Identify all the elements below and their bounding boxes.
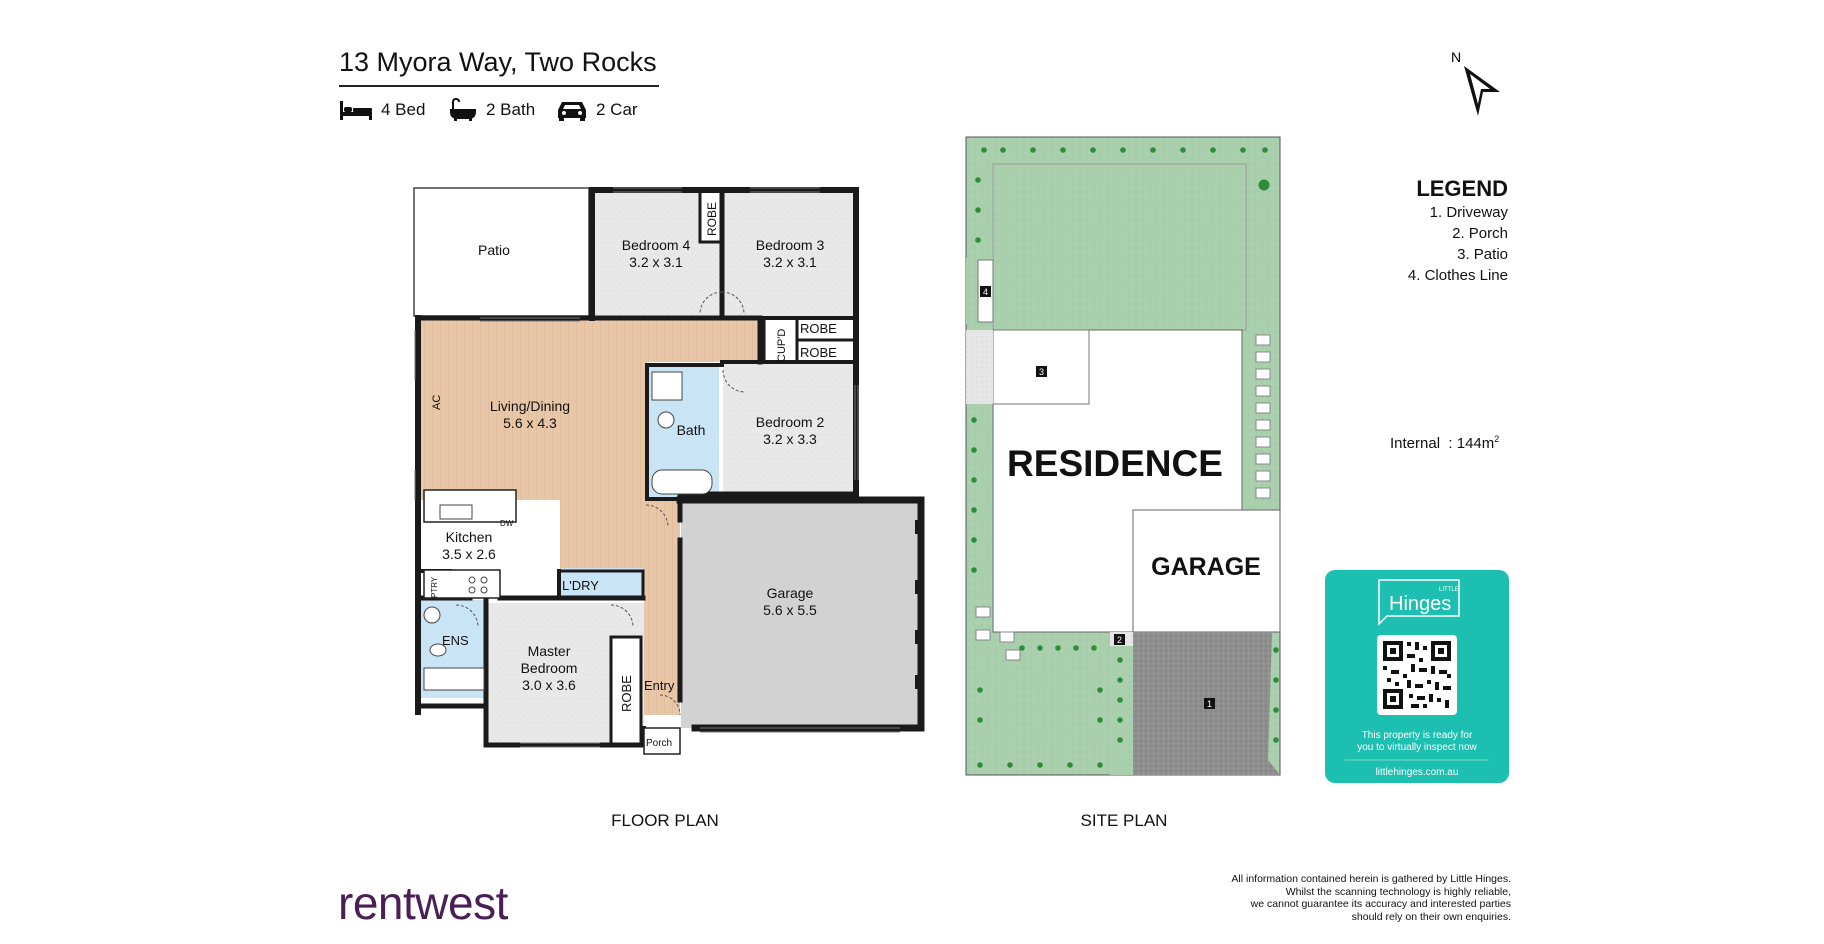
- site-garage-label: GARAGE: [1151, 553, 1261, 581]
- robe-master: [611, 637, 641, 743]
- cupboard: [764, 316, 796, 362]
- bed-icon: [340, 101, 372, 120]
- room-bedroom3-dim: 3.2 x 3.1: [763, 254, 817, 270]
- bath-icon: [450, 98, 476, 121]
- room-patio-name: Patio: [478, 242, 510, 258]
- bed-count-label: 4 Bed: [381, 100, 426, 119]
- legend-item: 1. Driveway: [1429, 204, 1508, 221]
- laundry-label: L'DRY: [562, 578, 599, 593]
- speech-bubble-icon: [1378, 579, 1460, 626]
- room-garage-dim: 5.6 x 5.5: [763, 602, 817, 618]
- robe-bed2: [797, 340, 853, 362]
- room-living-dim: 5.6 x 4.3: [503, 415, 557, 431]
- promo-url-link[interactable]: littlehinges.com.au: [1376, 767, 1459, 778]
- north-compass: N: [1448, 48, 1508, 123]
- bath-count-label: 2 Bath: [486, 100, 536, 119]
- laundry-floor: [561, 568, 643, 598]
- room-bedroom4-dim: 3.2 x 3.1: [629, 254, 683, 270]
- room-master-name-line1: Master: [528, 643, 571, 659]
- floor-plan-caption: FLOOR PLAN: [611, 811, 719, 830]
- car-feature: 2 Car: [556, 98, 638, 122]
- virtual-inspection-card[interactable]: LITTLE Hinges This property is ready for…: [1325, 570, 1509, 783]
- room-bedroom4-name: Bedroom 4: [622, 237, 691, 253]
- ensuite-label: ENS: [442, 633, 469, 648]
- marker-1-label: 1: [1207, 699, 1212, 709]
- site-plan-caption: SITE PLAN: [1081, 811, 1168, 830]
- north-label: N: [1451, 49, 1461, 65]
- pantry-label: PTRY: [430, 576, 439, 598]
- room-kitchen-dim: 3.5 x 2.6: [442, 546, 496, 562]
- robe-label: ROBE: [619, 675, 634, 712]
- room-bedroom3-name: Bedroom 3: [756, 237, 825, 253]
- bath-feature: 2 Bath: [448, 98, 535, 122]
- room-master-dim: 3.0 x 3.6: [522, 677, 576, 693]
- legend-item: 3. Patio: [1457, 246, 1508, 263]
- marker-patio: [1036, 366, 1047, 377]
- robe-label: ROBE: [800, 321, 837, 336]
- robe-label: ROBE: [800, 345, 837, 360]
- disclaimer-line: we cannot guarantee its accuracy and int…: [1250, 898, 1511, 910]
- ac-label: AC: [431, 395, 443, 410]
- car-icon: [558, 102, 586, 121]
- promo-brand-small: LITTLE: [1439, 587, 1459, 593]
- side-paving: [966, 330, 993, 404]
- marker-porch: [1114, 634, 1125, 645]
- floor-plan: Patio Bedroom 4 3.2 x 3.1 Bedroom 3 3.2 …: [413, 187, 925, 755]
- cupboard-label: CUP'D: [776, 329, 788, 362]
- room-bedroom2-name: Bedroom 2: [756, 414, 825, 430]
- porch: [643, 727, 681, 755]
- promo-line-1: This property is ready for: [1362, 730, 1473, 741]
- promo-brand: Hinges: [1389, 593, 1451, 615]
- property-address: 13 Myora Way, Two Rocks: [339, 47, 657, 77]
- room-living-name: Living/Dining: [490, 398, 570, 414]
- bathtub: [651, 469, 713, 495]
- kitchen-bench: [423, 569, 501, 599]
- marker-4-label: 4: [983, 287, 988, 297]
- robe-bed3: [797, 316, 853, 338]
- legend-title: LEGEND: [1416, 176, 1508, 201]
- marker-clothes-line: [980, 286, 991, 297]
- living-dining-floor: [417, 320, 760, 715]
- marker-3-label: 3: [1039, 367, 1044, 377]
- rentwest-logo: rentwest: [338, 877, 508, 929]
- room-bedroom2-dim: 3.2 x 3.3: [763, 431, 817, 447]
- marker-2-label: 2: [1117, 635, 1122, 645]
- disclaimer-line: should rely on their own enquiries.: [1351, 910, 1511, 923]
- robe-label: ROBE: [705, 202, 719, 236]
- bed-feature: 4 Bed: [339, 98, 425, 122]
- room-master-name-line2: Bedroom: [521, 660, 578, 676]
- bedroom-2-floor: [723, 362, 853, 494]
- garage-floor: [681, 500, 921, 728]
- disclaimer: All information contained herein is gath…: [1231, 873, 1511, 923]
- internal-area: Internal : 144m2: [1390, 434, 1499, 452]
- promo-line-2: you to virtually inspect now: [1357, 742, 1477, 753]
- room-garage-name: Garage: [767, 585, 814, 601]
- internal-area-value: : 144m: [1448, 435, 1495, 452]
- site-plan: RESIDENCE GARAGE 1 2 3 4: [965, 136, 1281, 776]
- internal-area-unit: 2: [1494, 434, 1500, 444]
- room-bath-name: Bath: [677, 422, 706, 438]
- residence-label: RESIDENCE: [1007, 443, 1223, 484]
- disclaimer-line: All information contained herein is gath…: [1231, 873, 1511, 885]
- internal-area-label: Internal: [1390, 435, 1441, 452]
- car-count-label: 2 Car: [596, 100, 638, 119]
- dishwasher-label: DW: [500, 519, 514, 528]
- patio-area: [413, 187, 590, 317]
- disclaimer-line: Whilst the scanning technology is highly…: [1285, 885, 1511, 898]
- shower: [651, 371, 683, 401]
- header-divider: [339, 85, 659, 87]
- bath-toilet: [657, 411, 675, 429]
- entry-label: Entry: [644, 678, 675, 693]
- marker-driveway: [1204, 698, 1215, 709]
- legend-item: 2. Porch: [1452, 225, 1508, 242]
- room-kitchen-name: Kitchen: [446, 529, 493, 545]
- bedroom-3-floor: [723, 190, 853, 316]
- legend-item: 4. Clothes Line: [1407, 267, 1508, 284]
- robe-bed4: [700, 190, 723, 242]
- porch-label: Porch: [646, 738, 672, 749]
- legend: LEGEND 1. Driveway 2. Porch 3. Patio 4. …: [1408, 176, 1508, 286]
- garage-footprint: [1132, 509, 1281, 633]
